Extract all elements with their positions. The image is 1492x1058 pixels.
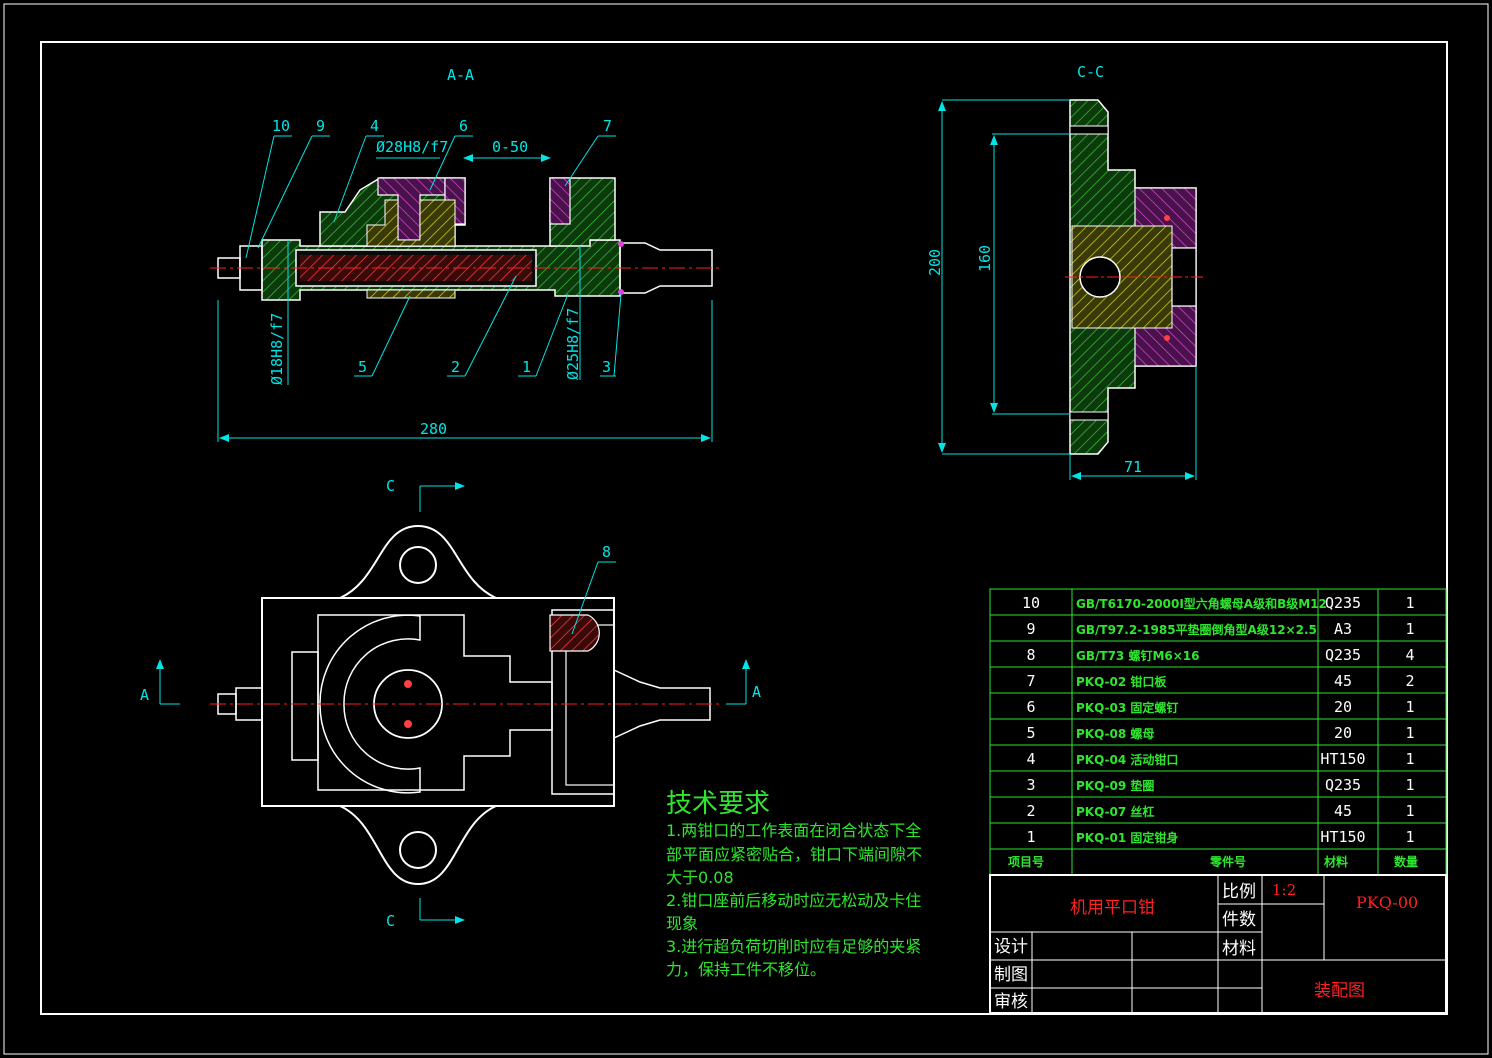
review-label: 审核 [994,992,1028,1012]
inner-border [40,41,1448,1015]
bom-cell-qty: 1 [1405,750,1414,768]
part-name: 机用平口钳 [1070,898,1155,918]
cutplane-c-bottom: C [386,912,395,930]
bom-cell-name: PKQ-01 固定钳身 [1076,830,1178,845]
balloon-4: 4 [370,117,379,135]
bom-cell-no: 4 [1026,750,1035,768]
bom-header-no: 项目号 [1008,854,1044,869]
balloon-2: 2 [451,358,460,376]
tech-requirements-title: 技术要求 [666,789,770,819]
bom-cell-name: PKQ-07 丝杠 [1076,804,1154,819]
bom-cell-material: HT150 [1320,750,1365,768]
tech-line-3: 大于0.08 [666,868,734,887]
bom-cell-qty: 4 [1405,646,1414,664]
bom-cell-no: 2 [1026,802,1035,820]
bom-cell-name: PKQ-04 活动钳口 [1076,752,1178,767]
bom-cell-qty: 1 [1405,828,1414,846]
cutplane-c-top: C [386,477,395,495]
balloon-5: 5 [358,358,367,376]
dim-width-71: 71 [1124,458,1142,476]
dim-length-280: 280 [420,420,447,438]
bom-cell-name: GB/T97.2-1985平垫圈倒角型A级12×2.5 [1076,622,1317,637]
fit-28-label: Ø28H8/f7 [376,138,448,156]
tech-line-5: 现象 [666,914,698,933]
balloon-6: 6 [459,117,468,135]
fit-18-label: Ø18H8/f7 [268,313,286,385]
bom-cell-material: 20 [1334,698,1352,716]
material-label: 材料 [1222,939,1256,959]
bom-cell-material: 20 [1334,724,1352,742]
bom-cell-qty: 1 [1405,594,1414,612]
balloon-7: 7 [603,117,612,135]
fit-25-label: Ø25H8/f7 [564,308,582,380]
bom-cell-no: 7 [1026,672,1035,690]
bom-cell-no: 6 [1026,698,1035,716]
scale-label: 比例 [1222,882,1256,902]
tech-line-6: 3.进行超负荷切削时应有足够的夹紧 [666,937,921,956]
tech-line-1: 1.两钳口的工作表面在闭合状态下全 [666,821,921,840]
bom-cell-no: 8 [1026,646,1035,664]
title-block: 机用平口钳 比例 1:2 件数 材料 PKQ-00 设计 制图 审核 装配图 [989,874,1447,1014]
balloon-9: 9 [316,117,325,135]
outer-border [3,3,1489,1055]
bom-cell-qty: 1 [1405,802,1414,820]
bom-cell-material: Q235 [1325,776,1361,794]
bom-cell-no: 9 [1026,620,1035,638]
bom-cell-no: 10 [1022,594,1040,612]
bom-cell-material: 45 [1334,802,1352,820]
draw-label: 制图 [994,965,1028,985]
section-cc-title: C-C [1077,63,1104,81]
top-view: C C A A 8 [140,477,761,930]
bom-cell-name: PKQ-02 钳口板 [1076,674,1167,689]
section-aa-view: A-A 280 0-50 Ø28H8/f7 Ø18H8/f [210,66,722,442]
section-cc-view: C-C 200 160 71 [926,63,1205,480]
tech-line-2: 部平面应紧密贴合，钳口下端间隙不 [666,845,922,864]
dim-height-200: 200 [926,249,944,276]
tech-line-4: 2.钳口座前后移动时应无松动及卡住 [666,891,921,910]
bom-cell-material: A3 [1334,620,1352,638]
drawing-type: 装配图 [1314,981,1365,1001]
bom-cell-material: Q235 [1325,646,1361,664]
bom-cell-name: PKQ-09 垫圈 [1076,778,1154,793]
bom-cell-qty: 1 [1405,724,1414,742]
bom-header-name: 零件号 [1209,854,1246,869]
bom-cell-qty: 1 [1405,776,1414,794]
bom-cell-no: 5 [1026,724,1035,742]
balloon-3: 3 [602,358,611,376]
bom-cell-qty: 2 [1405,672,1414,690]
bom-cell-no: 1 [1026,828,1035,846]
bom-header-material: 材料 [1323,854,1348,869]
design-label: 设计 [994,937,1028,957]
bom-cell-name: GB/T6170-2000I型六角螺母A级和B级M12 [1076,596,1327,611]
dim-stroke-0-50: 0-50 [492,138,528,156]
tech-line-7: 力，保持工件不移位。 [666,960,826,979]
bom-cell-no: 3 [1026,776,1035,794]
bom-cell-qty: 1 [1405,698,1414,716]
balloon-10: 10 [272,117,290,135]
drawing-number: PKQ-00 [1356,893,1418,912]
balloon-8: 8 [602,543,611,561]
bom-cell-material: 45 [1334,672,1352,690]
bom-cell-name: GB/T73 螺钉M6×16 [1076,648,1200,663]
bom-cell-qty: 1 [1405,620,1414,638]
cutplane-a-left: A [140,686,149,704]
bom-cell-material: Q235 [1325,594,1361,612]
balloon-1: 1 [522,358,531,376]
count-label: 件数 [1222,910,1256,930]
section-aa-title: A-A [447,66,474,84]
dim-inner-160: 160 [976,245,994,272]
bom-cell-name: PKQ-08 螺母 [1076,726,1154,741]
bom-cell-name: PKQ-03 固定螺钉 [1076,700,1178,715]
tech-requirements: 技术要求 1.两钳口的工作表面在闭合状态下全 部平面应紧密贴合，钳口下端间隙不 … [666,789,922,979]
bom-header-qty: 数量 [1394,854,1418,869]
cutplane-a-right: A [752,683,761,701]
bom-cell-material: HT150 [1320,828,1365,846]
scale-value: 1:2 [1272,881,1296,899]
